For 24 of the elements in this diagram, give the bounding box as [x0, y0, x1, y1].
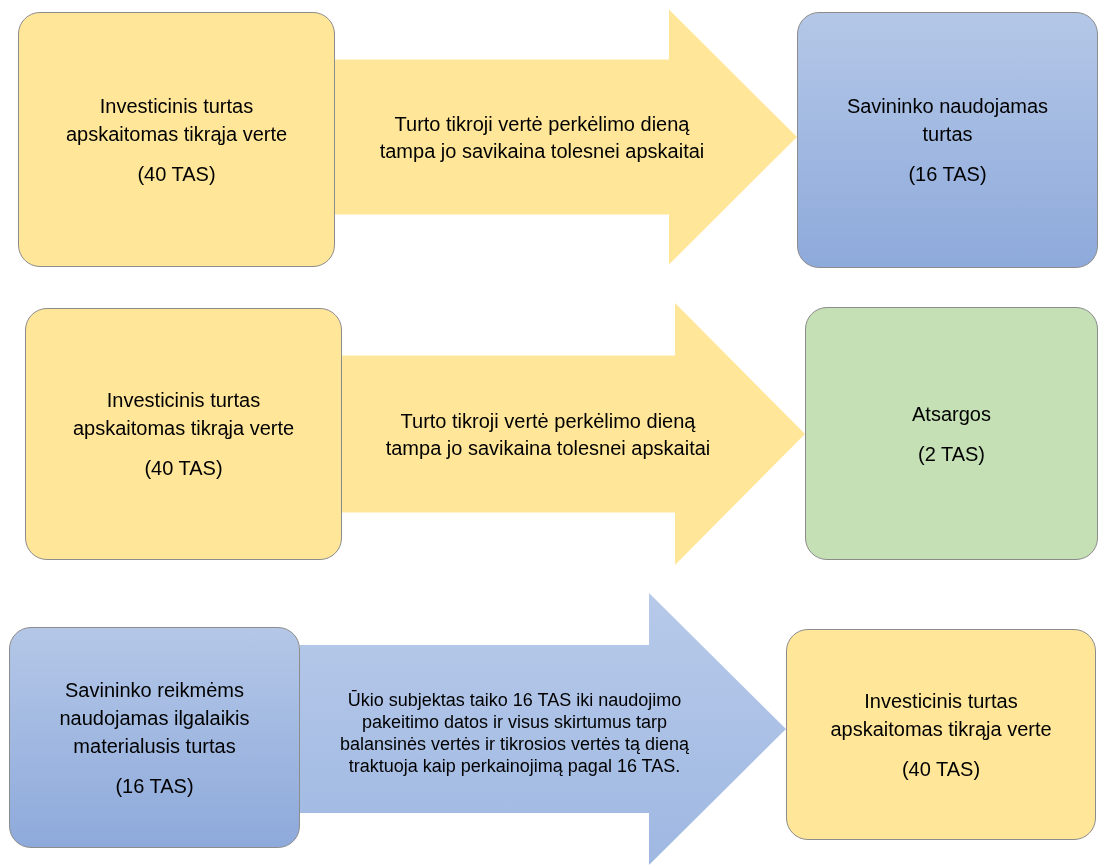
- box-title: Savininko reikmėms naudojamas ilgalaikis materialusis turtas: [58, 677, 251, 759]
- box-title: Investicinis turtas apskaitomas tikrąja verte: [64, 93, 289, 147]
- standard-reference: (2 TAS): [917, 441, 986, 467]
- edge-label: Ūkio subjektas taiko 16 TAS iki naudojimo pakeitimo datos ir visus skirtumus tarp balansinės vertės ir tikrosios vertės tą dieną traktuoja kaip perkainojimą pagal 16 TAS.: [338, 688, 691, 777]
- rounded-box: [18, 12, 335, 267]
- edge-label: Turto tikroji vertė perkėlimo dieną tampa jo savikaina tolesnei apskaitai: [378, 111, 706, 164]
- box-title: Investicinis turtas apskaitomas tikrąja verte: [829, 688, 1053, 742]
- box-title: Atsargos: [912, 401, 991, 427]
- block-arrow: [335, 9, 797, 265]
- edge-label: Turto tikroji vertė perkėlimo dieną tampa jo savikaina tolesnei apskaitai: [384, 408, 712, 461]
- standard-reference: (40 TAS): [144, 456, 223, 481]
- box-title: Savininko naudojamas turtas: [845, 94, 1050, 147]
- rounded-box: [25, 308, 342, 560]
- standard-reference: (40 TAS): [137, 161, 216, 187]
- standard-reference: (16 TAS): [908, 162, 987, 187]
- box-title: Investicinis turtas apskaitomas tikrąja verte: [71, 388, 296, 441]
- block-arrow: [342, 303, 805, 565]
- rounded-box: [9, 627, 300, 848]
- standard-reference: (40 TAS): [901, 756, 981, 782]
- rounded-box: [786, 629, 1096, 840]
- block-arrow: [300, 593, 786, 865]
- rounded-box: [805, 307, 1098, 560]
- standard-reference: (16 TAS): [115, 773, 194, 799]
- rounded-box: [797, 12, 1098, 268]
